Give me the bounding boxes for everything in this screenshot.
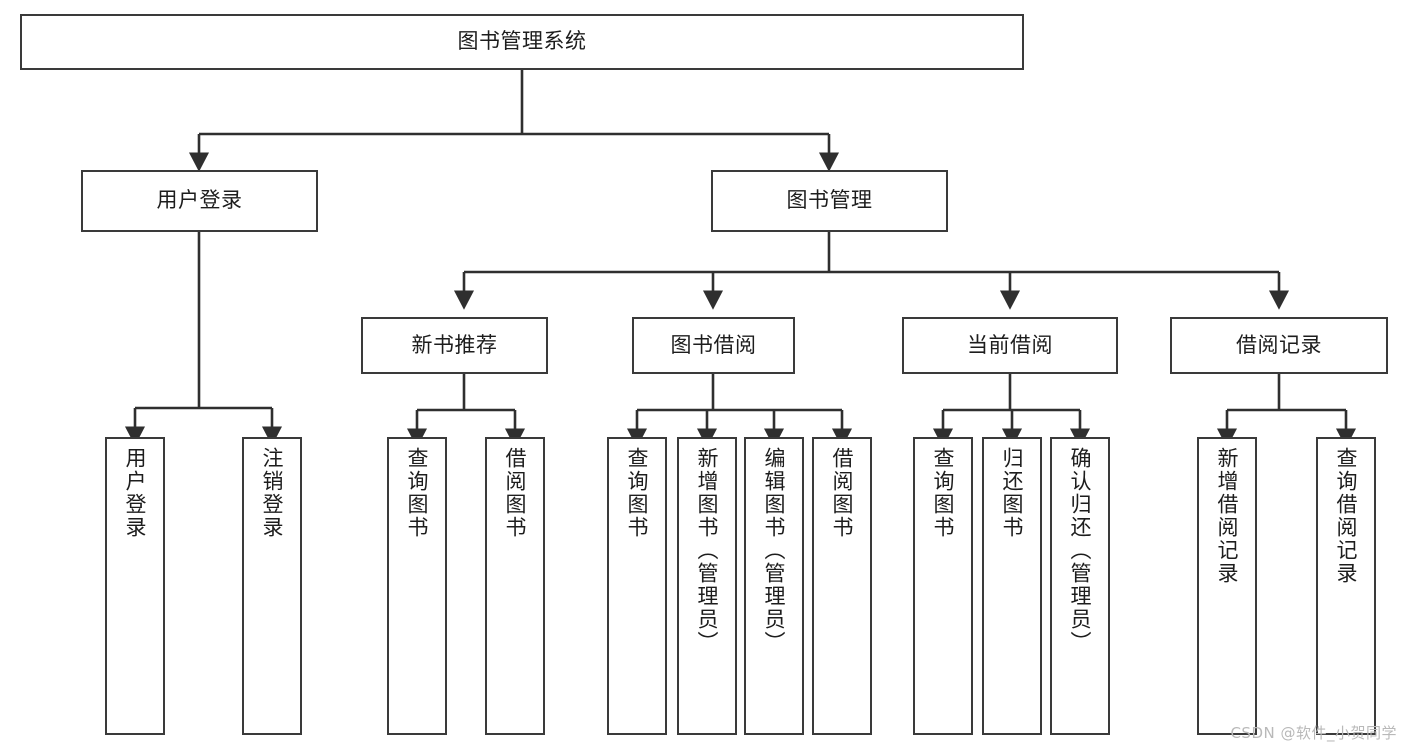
- node-book-borrow[interactable]: 图书借阅: [632, 317, 795, 374]
- node-leaf-borrow-book-rec[interactable]: 借阅图书: [485, 437, 545, 735]
- node-leaf-logout[interactable]: 注销登录: [242, 437, 302, 735]
- node-leaf-borrow-book-bor[interactable]: 借阅图书: [812, 437, 872, 735]
- node-book-manage-label: 图书管理: [786, 188, 873, 213]
- node-leaf-user-login[interactable]: 用户登录: [105, 437, 165, 735]
- node-leaf-query-book-bor[interactable]: 查询图书: [607, 437, 667, 735]
- node-leaf-edit-book-admin-label: 编辑图书（管理员）: [762, 447, 787, 654]
- node-user-login-label: 用户登录: [156, 188, 243, 213]
- node-root-label: 图书管理系统: [457, 29, 587, 54]
- node-leaf-query-book-cur-label: 查询图书: [931, 447, 956, 539]
- node-borrow-record-label: 借阅记录: [1236, 332, 1322, 357]
- node-current-borrow-label: 当前借阅: [967, 332, 1053, 357]
- node-book-manage[interactable]: 图书管理: [711, 170, 948, 232]
- node-leaf-return-book-label: 归还图书: [1000, 447, 1025, 539]
- node-leaf-user-login-label: 用户登录: [123, 447, 148, 539]
- node-new-book-recommend-label: 新书推荐: [411, 332, 498, 357]
- node-leaf-query-book-rec-label: 查询图书: [405, 447, 430, 539]
- node-leaf-borrow-book-bor-label: 借阅图书: [830, 447, 855, 539]
- node-leaf-return-book[interactable]: 归还图书: [982, 437, 1042, 735]
- node-current-borrow[interactable]: 当前借阅: [902, 317, 1118, 374]
- node-leaf-confirm-return-admin-label: 确认归还（管理员）: [1068, 447, 1093, 654]
- node-new-book-recommend[interactable]: 新书推荐: [361, 317, 548, 374]
- node-leaf-query-borrow-record-label: 查询借阅记录: [1334, 447, 1359, 585]
- node-leaf-add-borrow-record-label: 新增借阅记录: [1215, 447, 1240, 585]
- node-leaf-edit-book-admin[interactable]: 编辑图书（管理员）: [744, 437, 804, 735]
- node-root[interactable]: 图书管理系统: [20, 14, 1024, 70]
- node-leaf-logout-label: 注销登录: [260, 447, 285, 539]
- node-leaf-confirm-return-admin[interactable]: 确认归还（管理员）: [1050, 437, 1110, 735]
- node-book-borrow-label: 图书借阅: [670, 332, 757, 357]
- node-leaf-borrow-book-rec-label: 借阅图书: [503, 447, 528, 539]
- node-leaf-query-book-cur[interactable]: 查询图书: [913, 437, 973, 735]
- node-leaf-query-book-rec[interactable]: 查询图书: [387, 437, 447, 735]
- node-leaf-query-borrow-record[interactable]: 查询借阅记录: [1316, 437, 1376, 735]
- node-leaf-add-book-admin[interactable]: 新增图书（管理员）: [677, 437, 737, 735]
- node-leaf-query-book-bor-label: 查询图书: [625, 447, 650, 539]
- node-leaf-add-borrow-record[interactable]: 新增借阅记录: [1197, 437, 1257, 735]
- watermark: CSDN @软件_小贺同学: [1230, 724, 1397, 742]
- node-borrow-record[interactable]: 借阅记录: [1170, 317, 1388, 374]
- node-leaf-add-book-admin-label: 新增图书（管理员）: [695, 447, 720, 654]
- node-user-login[interactable]: 用户登录: [81, 170, 318, 232]
